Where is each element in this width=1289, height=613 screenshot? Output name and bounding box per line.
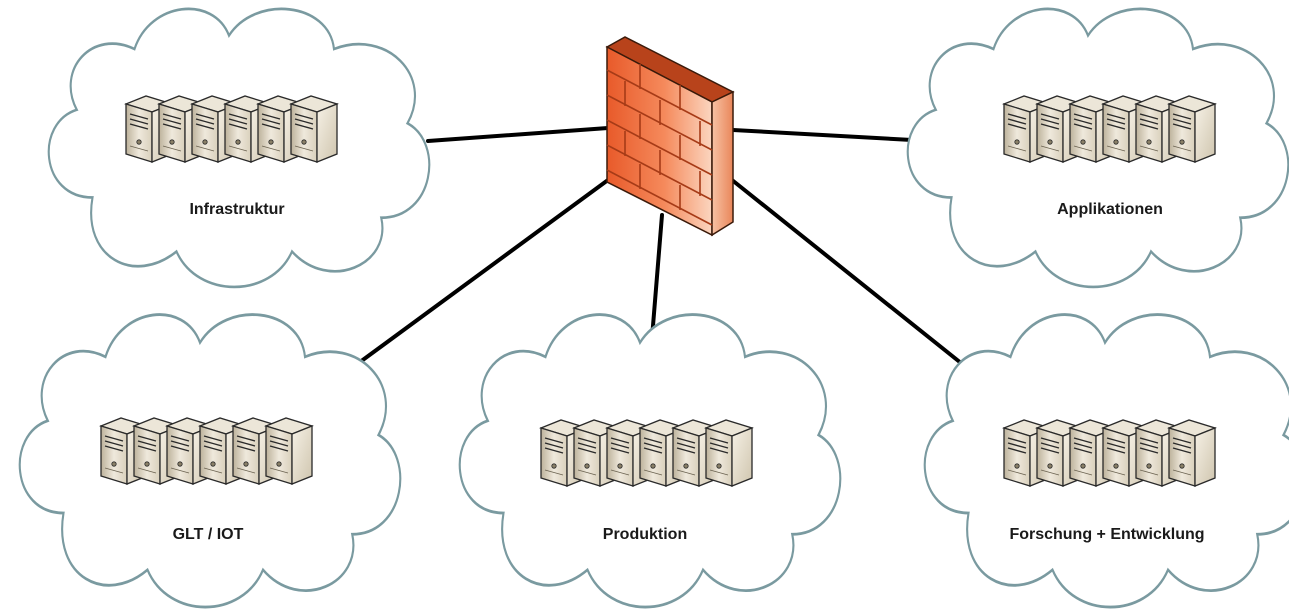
server-rack-icon: [1003, 95, 1216, 163]
link-forschung: [730, 178, 978, 377]
cloud-infrastruktur: Infrastruktur: [47, 7, 431, 289]
cloud-produktion: Produktion: [458, 313, 842, 609]
server-rack-icon: [1003, 419, 1216, 487]
server-rack-icon: [100, 417, 313, 485]
zone-label-applikationen: Applikationen: [1057, 201, 1163, 218]
zone-label-forschung-entwicklung: Forschung + Entwicklung: [1009, 526, 1204, 543]
server-rack-icon: [125, 95, 338, 163]
link-infrastruktur: [426, 126, 610, 143]
network-links: [343, 126, 978, 377]
server-rack-icon: [540, 419, 753, 487]
zone-label-glt-iot: GLT / IOT: [173, 526, 244, 543]
zone-label-produktion: Produktion: [603, 526, 687, 543]
cloud-applikationen: Applikationen: [906, 7, 1289, 289]
cloud-forschung-entwicklung: Forschung + Entwicklung: [923, 313, 1289, 609]
link-produktion: [650, 213, 664, 340]
zone-label-infrastruktur: Infrastruktur: [189, 201, 284, 218]
cloud-glt-iot: GLT / IOT: [18, 313, 402, 609]
link-glt-iot: [343, 178, 610, 375]
firewall-icon: [605, 36, 735, 237]
link-applikationen: [731, 128, 914, 142]
